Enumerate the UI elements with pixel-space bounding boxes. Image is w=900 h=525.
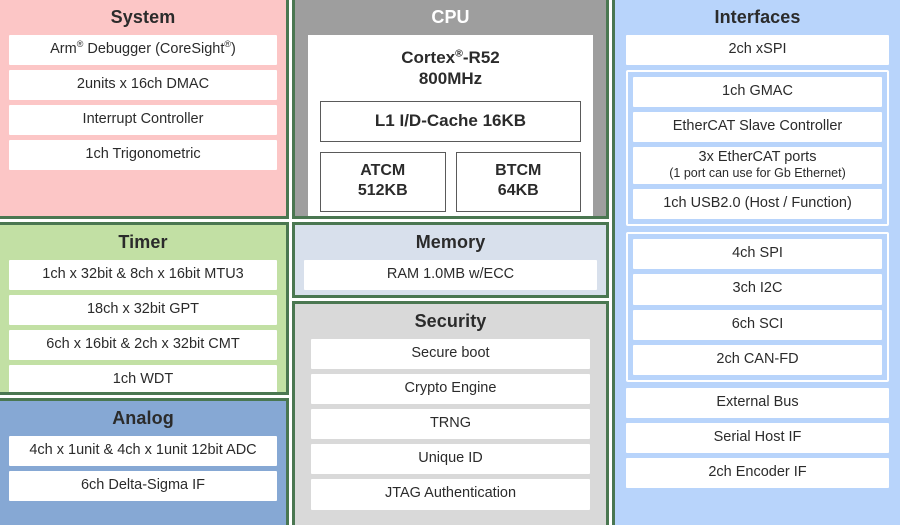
- interfaces-item-ethercat-ports-note: (1 port can use for Gb Ethernet): [669, 166, 846, 181]
- interfaces-item-i2c: 3ch I2C: [633, 274, 882, 305]
- interfaces-network-group: 1ch GMAC EtherCAT Slave Controller 3x Et…: [626, 70, 889, 227]
- cpu-core: Cortex®-R52 800MHz L1 I/D-Cache 16KB ATC…: [308, 35, 593, 216]
- cpu-block: CPU Cortex®-R52 800MHz L1 I/D-Cache 16KB…: [292, 0, 609, 219]
- security-title: Security: [414, 311, 487, 331]
- analog-block: Analog 4ch x 1unit & 4ch x 1unit 12bit A…: [0, 398, 289, 525]
- timer-item-mtu3: 1ch x 32bit & 8ch x 16bit MTU3: [9, 260, 277, 291]
- security-item-jtag-auth: JTAG Authentication: [311, 479, 590, 510]
- cpu-core-title: Cortex®-R52 800MHz: [320, 47, 581, 90]
- interfaces-item-usb20: 1ch USB2.0 (Host / Function): [633, 189, 882, 220]
- cpu-atcm-size: 512KB: [357, 182, 408, 200]
- system-item-trigonometric: 1ch Trigonometric: [9, 140, 277, 171]
- system-item-interrupt-controller: Interrupt Controller: [9, 105, 277, 136]
- cpu-atcm: ATCM 512KB: [320, 151, 446, 213]
- analog-item-adc: 4ch x 1unit & 4ch x 1unit 12bit ADC: [9, 436, 277, 467]
- security-item-crypto-engine: Crypto Engine: [311, 374, 590, 405]
- timer-block: Timer 1ch x 32bit & 8ch x 16bit MTU3 18c…: [0, 222, 289, 395]
- cpu-title: CPU: [431, 7, 470, 27]
- cpu-btcm-size: 64KB: [497, 182, 539, 200]
- interfaces-item-sci: 6ch SCI: [633, 309, 882, 340]
- interfaces-bus-group: External Bus Serial Host IF 2ch Encoder …: [626, 387, 889, 489]
- security-item-unique-id: Unique ID: [311, 444, 590, 475]
- security-block: Security Secure boot Crypto Engine TRNG …: [292, 301, 609, 525]
- cpu-atcm-name: ATCM: [360, 161, 406, 179]
- interfaces-item-external-bus: External Bus: [626, 387, 889, 418]
- interfaces-item-serial-host-if: Serial Host IF: [626, 422, 889, 453]
- system-title: System: [110, 7, 176, 27]
- memory-title: Memory: [415, 232, 486, 252]
- interfaces-item-xspi: 2ch xSPI: [626, 35, 889, 66]
- cpu-core-clock: 800MHz: [418, 69, 483, 89]
- cpu-l1-cache: L1 I/D-Cache 16KB: [320, 100, 581, 142]
- interfaces-block: Interfaces 2ch xSPI 1ch GMAC EtherCAT Sl…: [612, 0, 900, 525]
- system-item-dmac: 2units x 16ch DMAC: [9, 70, 277, 101]
- cpu-btcm-name: BTCM: [495, 161, 542, 179]
- analog-title: Analog: [112, 408, 174, 428]
- memory-item-ram: RAM 1.0MB w/ECC: [304, 260, 597, 291]
- analog-item-delta-sigma: 6ch Delta-Sigma IF: [9, 471, 277, 502]
- timer-item-wdt: 1ch WDT: [9, 365, 277, 392]
- interfaces-item-can-fd: 2ch CAN-FD: [633, 344, 882, 375]
- interfaces-item-gmac: 1ch GMAC: [633, 77, 882, 108]
- timer-item-cmt: 6ch x 16bit & 2ch x 32bit CMT: [9, 330, 277, 361]
- interfaces-item-ethercat-ports-label: 3x EtherCAT ports: [698, 149, 817, 166]
- interfaces-title: Interfaces: [714, 7, 801, 27]
- memory-block: Memory RAM 1.0MB w/ECC: [292, 222, 609, 298]
- security-item-secure-boot: Secure boot: [311, 339, 590, 370]
- timer-item-gpt: 18ch x 32bit GPT: [9, 295, 277, 326]
- system-item-debugger: Arm® Debugger (CoreSight®): [9, 35, 277, 66]
- security-item-trng: TRNG: [311, 409, 590, 440]
- cpu-btcm: BTCM 64KB: [455, 151, 581, 213]
- interfaces-item-encoder-if: 2ch Encoder IF: [626, 457, 889, 489]
- cpu-core-name: Cortex®-R52: [401, 47, 500, 67]
- interfaces-item-spi: 4ch SPI: [633, 239, 882, 270]
- interfaces-item-ethercat-slave-controller: EtherCAT Slave Controller: [633, 112, 882, 143]
- interfaces-item-ethercat-ports: 3x EtherCAT ports (1 port can use for Gb…: [633, 147, 882, 185]
- system-block: System Arm® Debugger (CoreSight®) 2units…: [0, 0, 289, 219]
- interfaces-serial-group: 4ch SPI 3ch I2C 6ch SCI 2ch CAN-FD: [626, 232, 889, 382]
- system-item-debugger-label: Arm® Debugger (CoreSight®): [50, 39, 236, 57]
- timer-title: Timer: [118, 232, 168, 252]
- cpu-tcm-row: ATCM 512KB BTCM 64KB: [320, 151, 581, 213]
